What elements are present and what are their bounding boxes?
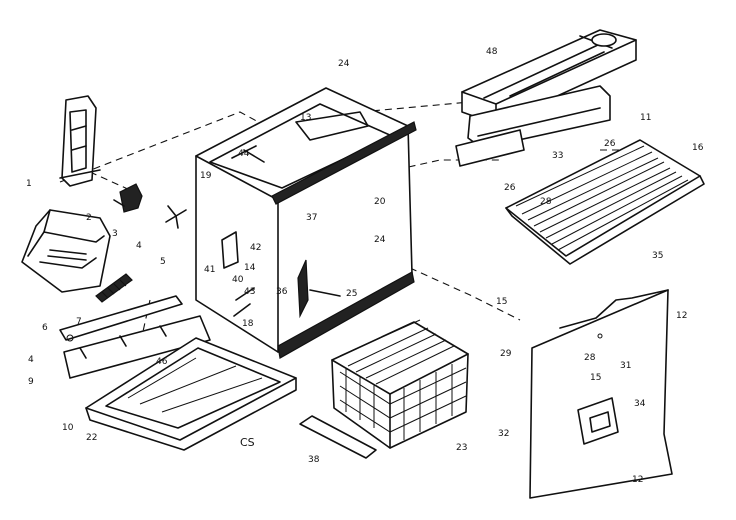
part-label: 26 — [504, 183, 516, 193]
lower-rail — [59, 295, 211, 379]
part-label: 4 — [136, 241, 142, 251]
part-label: 37 — [306, 213, 317, 223]
part-label: 12 — [676, 311, 687, 321]
bottom-tray — [85, 337, 297, 451]
coil-part — [95, 273, 133, 303]
part-label: 41 — [204, 265, 215, 275]
part-label: 33 — [552, 151, 563, 161]
part-label: 10 — [62, 423, 74, 433]
part-label: 31 — [620, 361, 631, 371]
part-label: 24 — [374, 235, 386, 245]
part-label: 36 — [276, 287, 288, 297]
hinge-bracket — [113, 183, 143, 213]
part-label: 42 — [250, 243, 261, 253]
part-label: 12 — [632, 475, 643, 485]
part-label: 7 — [76, 317, 82, 327]
part-label: 35 — [652, 251, 663, 261]
wire-shelf — [505, 139, 705, 265]
part-label: 46 — [156, 357, 168, 367]
part-label: 20 — [374, 197, 386, 207]
diagram-caption: CS — [240, 436, 255, 449]
part-label: 14 — [244, 263, 256, 273]
trim-strip — [299, 415, 377, 459]
part-label: 18 — [242, 319, 254, 329]
part-label: 44 — [238, 149, 250, 159]
part-label: 3 — [112, 229, 118, 239]
part-label: 32 — [498, 429, 509, 439]
part-label: 4 — [28, 355, 34, 365]
part-label: 13 — [300, 113, 311, 123]
frame-bracket — [59, 95, 101, 187]
part-label: 24 — [338, 59, 350, 69]
back-panel — [529, 289, 673, 499]
part-label: 19 — [200, 171, 212, 181]
part-label: 15 — [590, 373, 601, 383]
part-label: 38 — [308, 455, 320, 465]
part-label: 16 — [692, 143, 704, 153]
part-label: 2 — [86, 213, 92, 223]
part-label: 25 — [346, 289, 357, 299]
part-label: 26 — [604, 139, 616, 149]
part-label: 6 — [42, 323, 48, 333]
part-label: 28 — [584, 353, 596, 363]
wire-basket — [331, 319, 469, 449]
part-label: 43 — [244, 287, 255, 297]
part-label: 1 — [26, 179, 32, 189]
part-label: 23 — [456, 443, 467, 453]
part-label: 40 — [232, 275, 244, 285]
evaporator-assembly — [455, 29, 637, 167]
cabinet-body — [195, 87, 417, 359]
part-label: 28 — [540, 197, 552, 207]
part-label: 11 — [640, 113, 651, 123]
part-label: 22 — [86, 433, 97, 443]
part-label: 9 — [28, 377, 34, 387]
part-label: 34 — [634, 399, 646, 409]
part-labels: 1 2 3 4 5 6 7 4 9 10 22 46 19 44 24 13 3… — [26, 47, 704, 485]
part-label: 48 — [486, 47, 498, 57]
part-label: 5 — [160, 257, 166, 267]
crisper-pan — [21, 209, 111, 293]
part-label: 15 — [496, 297, 507, 307]
fan-blade — [165, 205, 187, 229]
part-label: 29 — [500, 349, 512, 359]
